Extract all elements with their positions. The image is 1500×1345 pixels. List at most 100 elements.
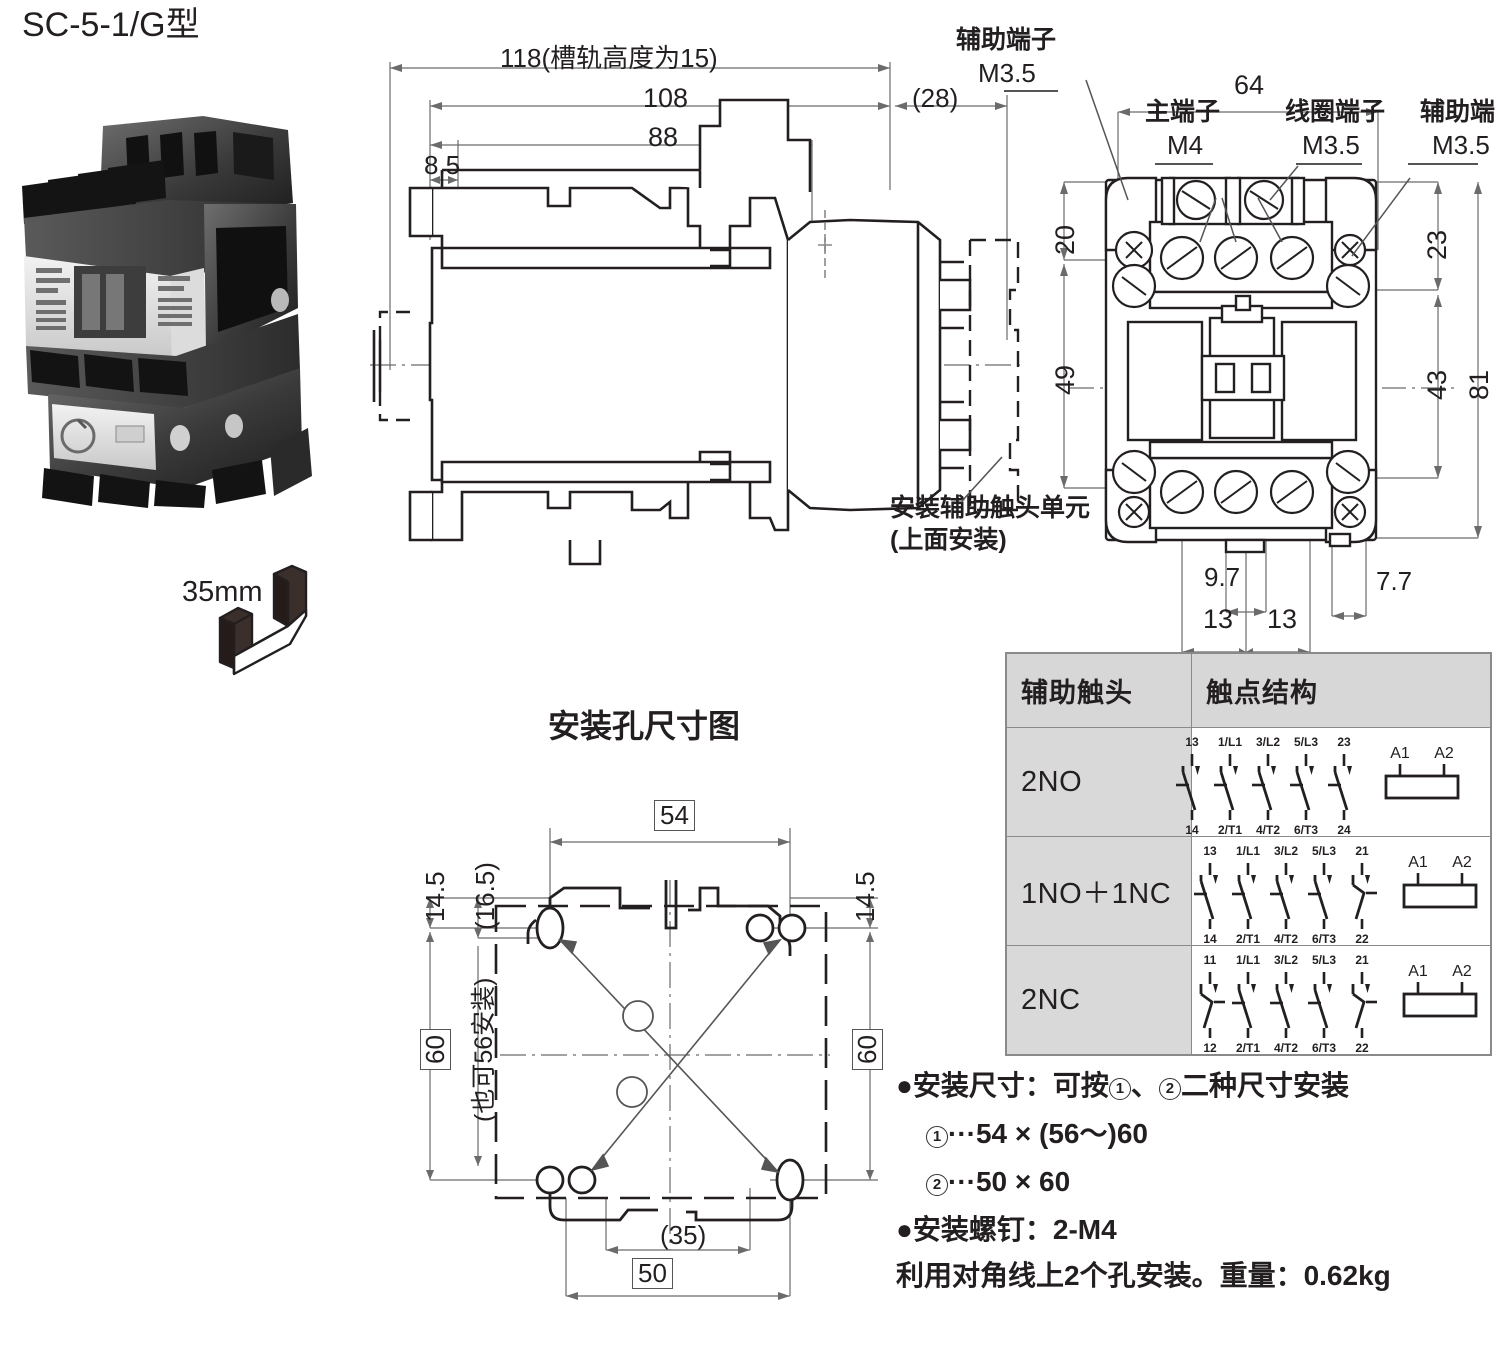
svg-text:5/L3: 5/L3 [1312, 953, 1336, 967]
row-label-2nc: 2NC [1005, 945, 1192, 1056]
dim-mount-top-width: 54 [654, 800, 695, 831]
aux-unit-callout-leader [961, 456, 1003, 502]
dim-mount-bottom-width: 50 [632, 1258, 673, 1289]
svg-text:13: 13 [1203, 844, 1217, 858]
din-rail-icon [218, 564, 308, 676]
dim-mount-left-height: 60 [420, 1029, 451, 1070]
dim-front-pitch-left: 13 [1203, 604, 1234, 634]
main-terminal-label: 主端子 [1145, 98, 1221, 126]
svg-text:6/T3: 6/T3 [1312, 932, 1336, 946]
svg-text:24: 24 [1337, 823, 1351, 837]
svg-text:4/T2: 4/T2 [1274, 932, 1298, 946]
marker-1-icon: 1 [1108, 1078, 1131, 1100]
svg-text:6/T3: 6/T3 [1294, 823, 1318, 837]
svg-text:13: 13 [1185, 735, 1199, 749]
svg-text:A1: A1 [1390, 745, 1410, 762]
svg-text:A2: A2 [1434, 745, 1454, 762]
note-option-2: 2···50 × 60 [926, 1168, 1070, 1196]
header-contact-structure: 触点结构 [1191, 652, 1492, 728]
coil-terminal-size: M3.5 [1302, 130, 1360, 160]
aux-terminal-left-underline [1004, 90, 1058, 92]
dim-mount-bottom-paren: (35) [660, 1220, 707, 1250]
svg-text:5/L3: 5/L3 [1294, 735, 1318, 749]
svg-text:1/L1: 1/L1 [1218, 735, 1242, 749]
svg-text:2/T1: 2/T1 [1218, 823, 1242, 837]
dim-mount-right-height: 60 [852, 1029, 883, 1070]
aux-unit-callout-line2: (上面安装) [890, 526, 1007, 554]
dim-front-mid-right: 43 [1422, 369, 1452, 400]
front-view-drawing [1060, 79, 1482, 656]
page-title: SC-5-1/G型 [22, 6, 200, 44]
svg-text:21: 21 [1355, 844, 1369, 858]
dim-front-top-right: 23 [1422, 229, 1452, 260]
dim-mount-left-top: 14.5 [420, 871, 450, 922]
side-view-drawing [370, 62, 1020, 566]
row-label-1no1nc: 1NO＋1NC [1005, 836, 1192, 946]
svg-text:3/L2: 3/L2 [1256, 735, 1280, 749]
svg-text:A2: A2 [1452, 963, 1472, 980]
din-rail-size-text: 35mm [182, 576, 263, 608]
main-terminal-size: M4 [1167, 130, 1204, 160]
aux-terminal-left-size: M3.5 [978, 58, 1036, 88]
dim-side-body: 108 [643, 83, 689, 113]
svg-text:2/T1: 2/T1 [1236, 932, 1260, 946]
note-option-1: 1···54 × (56〜)60 [926, 1120, 1148, 1148]
note-line1-mid: 、 [1130, 1070, 1159, 1101]
dim-side-inner: 88 [648, 122, 679, 152]
svg-text:23: 23 [1337, 735, 1351, 749]
header-aux-contact: 辅助触头 [1005, 652, 1192, 728]
dim-mount-left-top-paren: (16.5) [470, 862, 500, 930]
svg-text:4/T2: 4/T2 [1274, 1041, 1298, 1055]
svg-text:4/T2: 4/T2 [1256, 823, 1280, 837]
svg-text:A2: A2 [1452, 854, 1472, 871]
svg-text:2/T1: 2/T1 [1236, 1041, 1260, 1055]
product-photo [22, 116, 312, 508]
svg-text:22: 22 [1355, 932, 1369, 946]
dim-front-total-right: 81 [1464, 369, 1494, 400]
aux-terminal-left-label: 辅助端子 [956, 26, 1057, 54]
svg-text:11: 11 [1204, 953, 1217, 967]
din-rail-label: 35mm [182, 578, 263, 607]
svg-text:22: 22 [1355, 1041, 1369, 1055]
option-2-marker-icon: 2 [926, 1174, 948, 1196]
option-1-marker-icon: 1 [926, 1126, 948, 1148]
aux-terminal-right-underline [1408, 163, 1478, 165]
note-line1-post: 二种尺寸安装 [1180, 1070, 1349, 1101]
svg-text:5/L3: 5/L3 [1312, 844, 1336, 858]
dim-front-edge: 7.7 [1376, 566, 1413, 596]
dim-side-aux-depth: (28) [912, 83, 959, 113]
svg-text:12: 12 [1203, 1041, 1217, 1055]
svg-text:A1: A1 [1408, 963, 1428, 980]
note-line1-pre: ●安装尺寸：可按 [896, 1070, 1109, 1101]
svg-text:3/L2: 3/L2 [1274, 953, 1298, 967]
dim-mount-right-top: 14.5 [850, 871, 880, 922]
svg-text:3/L2: 3/L2 [1274, 844, 1298, 858]
coil-terminal-label: 线圈端子 [1285, 98, 1386, 126]
svg-text:1/L1: 1/L1 [1236, 953, 1260, 967]
row-label-2no: 2NO [1005, 727, 1192, 837]
dim-front-top-left: 20 [1050, 224, 1080, 255]
dim-mount-left-note: (也可56安装) [470, 977, 498, 1122]
marker-2-icon: 2 [1158, 1078, 1181, 1100]
note-line3-text: ···50 × 60 [948, 1166, 1071, 1197]
note-weight: 利用对角线上2个孔安装。重量：0.62kg [896, 1260, 1391, 1291]
dim-front-pitch-small: 9.7 [1204, 562, 1241, 592]
aux-terminal-right-size: M3.5 [1432, 130, 1490, 160]
dim-front-width: 64 [1234, 70, 1265, 100]
aux-unit-callout-line1: 安装辅助触头单元 [890, 494, 1091, 522]
svg-text:1/L1: 1/L1 [1236, 844, 1260, 858]
svg-text:14: 14 [1203, 932, 1217, 946]
dim-front-mid-left: 49 [1050, 364, 1080, 395]
main-terminal-underline [1155, 163, 1213, 165]
aux-terminal-right-label: 辅助端 [1420, 98, 1496, 126]
dim-side-left-offset: 8.5 [424, 150, 461, 180]
mount-hole-drawing [426, 828, 878, 1300]
mount-view-title: 安装孔尺寸图 [548, 708, 741, 744]
dim-side-overall: 118(槽轨高度为15) [500, 43, 718, 73]
